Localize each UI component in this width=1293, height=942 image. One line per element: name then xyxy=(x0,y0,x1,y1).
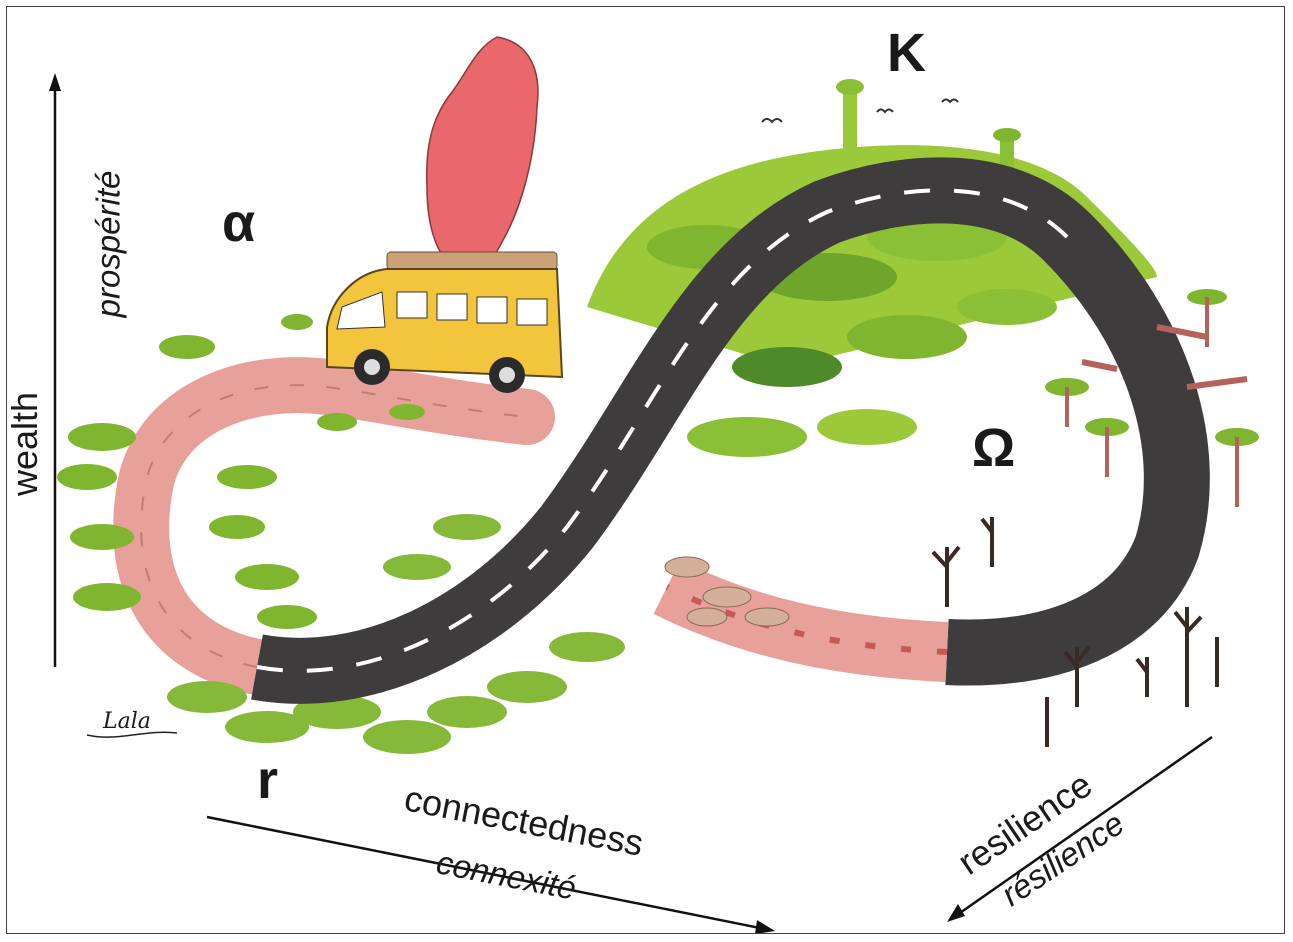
resilience-axis-arrow xyxy=(947,735,1213,922)
taxi-brousse-icon xyxy=(326,251,564,393)
illustration-frame: α K Ω r wealth prospérité connectedness … xyxy=(6,6,1285,934)
omega-phase-label: Ω xyxy=(972,418,1016,478)
asphalt-road xyxy=(251,157,1210,704)
artist-signature: Lala xyxy=(103,709,151,734)
madagascar-icon xyxy=(425,36,539,274)
degraded-road xyxy=(653,556,949,682)
wealth-axis-arrow xyxy=(49,73,61,667)
r-phase-label: r xyxy=(257,750,279,810)
connectedness-axis-arrow xyxy=(206,815,775,933)
dead-trees xyxy=(931,517,1219,747)
forest-left xyxy=(57,314,425,629)
cleared-forest xyxy=(1045,289,1259,507)
birds-icon xyxy=(761,98,959,124)
signature-flourish xyxy=(86,731,178,738)
adaptive-cycle-illustration xyxy=(49,36,1259,933)
alpha-phase-label: α xyxy=(222,193,256,253)
k-phase-label: K xyxy=(887,23,926,83)
wealth-axis-label: wealth xyxy=(6,391,46,497)
prosperite-axis-label: prospérité xyxy=(89,170,127,318)
dirt-road xyxy=(113,357,555,695)
